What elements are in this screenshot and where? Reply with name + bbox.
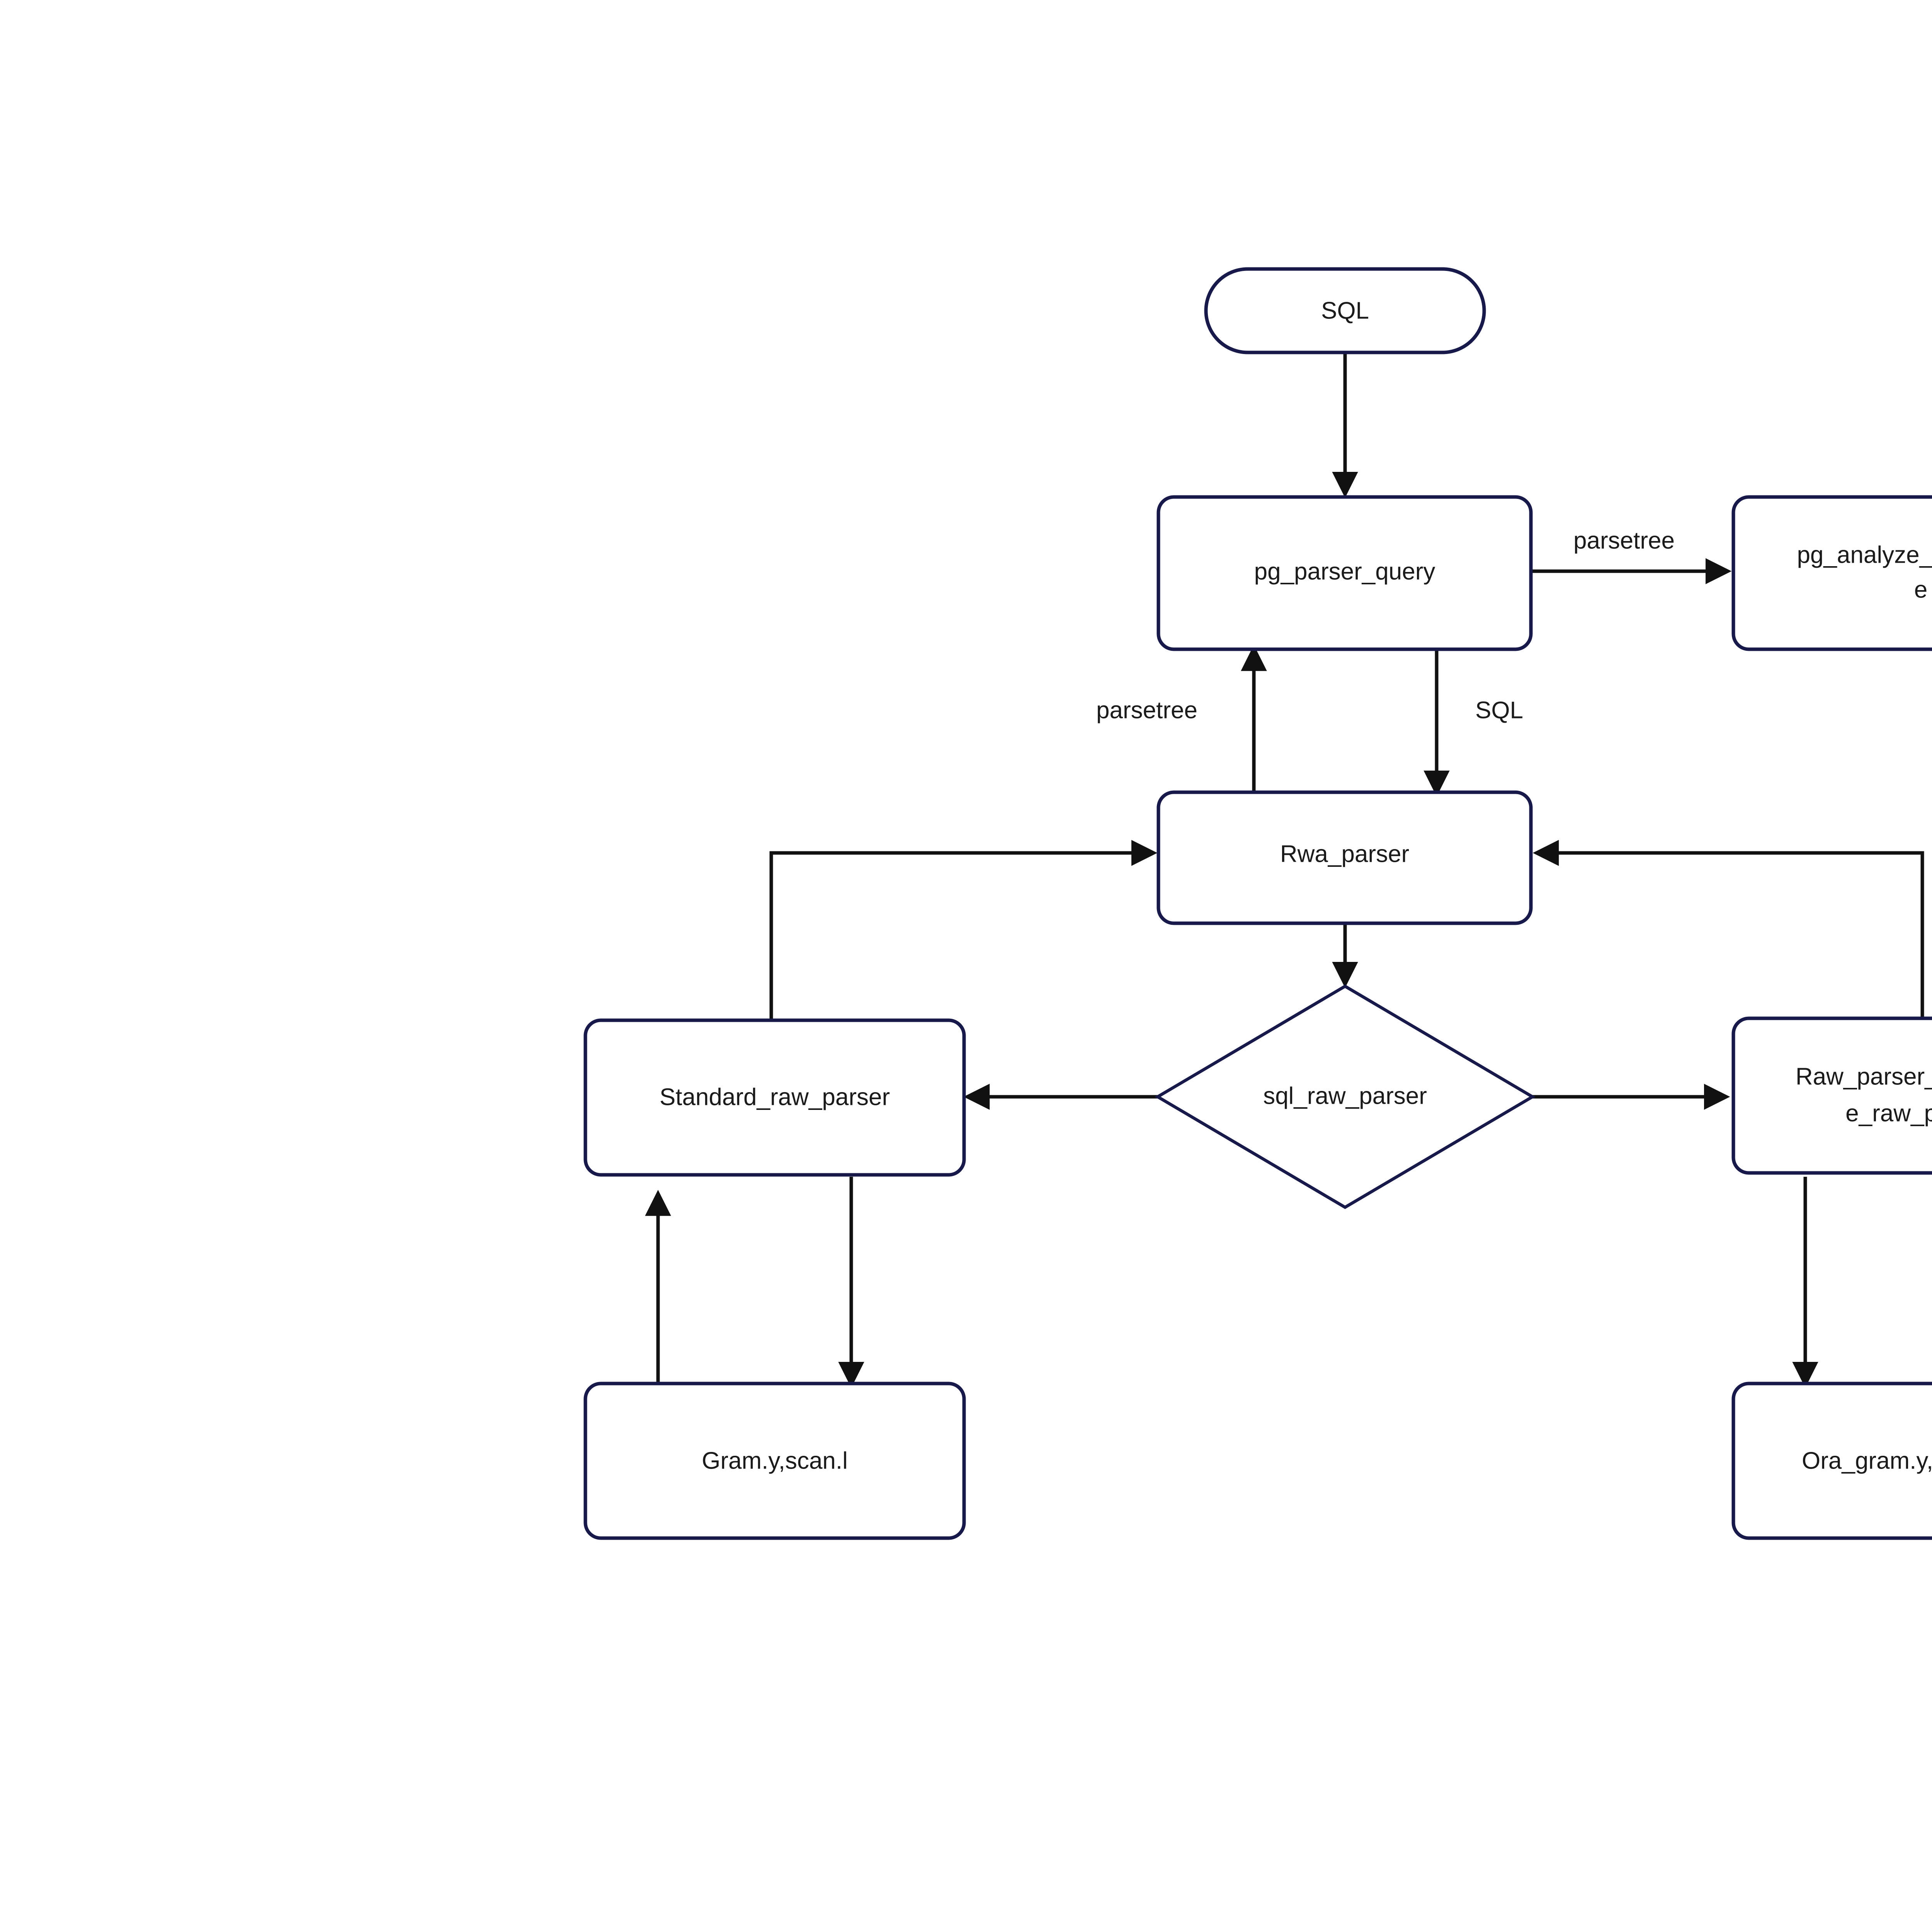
node-rwa-parser[interactable]: Rwa_parser [1156,790,1533,925]
node-raw-parser-hook-label-line2: e_raw_parser) [1845,1100,1932,1127]
node-gram-scan-label: Gram.y,scan.l [702,1447,848,1474]
node-pg-parser-query[interactable]: pg_parser_query [1156,495,1533,651]
edge-pg-parser-query-to-pg-analyze-and-rewrite: parsetree [1531,527,1732,584]
node-ora-gram-scan-label: Ora_gram.y,ora_scan.l [1802,1447,1932,1474]
node-standard-raw-parser[interactable]: Standard_raw_parser [583,1018,966,1177]
node-sql-raw-parser-label: sql_raw_parser [1263,1082,1427,1109]
node-sql-raw-parser[interactable]: sql_raw_parser [1155,984,1536,1209]
edge-label-sql: SQL [1475,697,1523,723]
node-sql-start-label: SQL [1321,297,1369,324]
edge-standard-raw-parser-to-rwa-parser [769,840,1158,1020]
node-pg-analyze-and-rewrite-label-line2: e [1914,576,1927,603]
node-raw-parser-hook[interactable]: Raw_parser_hook(oracl e_raw_parser) [1731,1016,1932,1175]
edge-rwa-parser-to-pg-parser-query: parsetree [1096,645,1267,792]
node-ora-gram-scan[interactable]: Ora_gram.y,ora_scan.l [1731,1382,1932,1540]
edge-raw-parser-hook-to-rwa-parser [1532,840,1924,1018]
node-standard-raw-parser-label: Standard_raw_parser [660,1084,890,1110]
node-pg-analyze-and-rewrite-label-line1: pg_analyze_and_rewrit [1797,541,1932,568]
edge-label-parsetree-pg: parsetree [1096,697,1197,723]
node-rwa-parser-label: Rwa_parser [1280,841,1409,867]
node-raw-parser-hook-label-line1: Raw_parser_hook(oracl [1796,1063,1932,1090]
edge-pg-parser-query-to-rwa-parser: SQL [1423,649,1523,797]
node-pg-analyze-and-rewrite[interactable]: pg_analyze_and_rewrit e [1731,495,1932,651]
node-pg-parser-query-label: pg_parser_query [1254,558,1435,585]
node-sql-start[interactable]: SQL [1204,267,1486,354]
node-gram-scan[interactable]: Gram.y,scan.l [583,1382,966,1540]
edge-label-parsetree-analyze: parsetree [1573,527,1675,554]
